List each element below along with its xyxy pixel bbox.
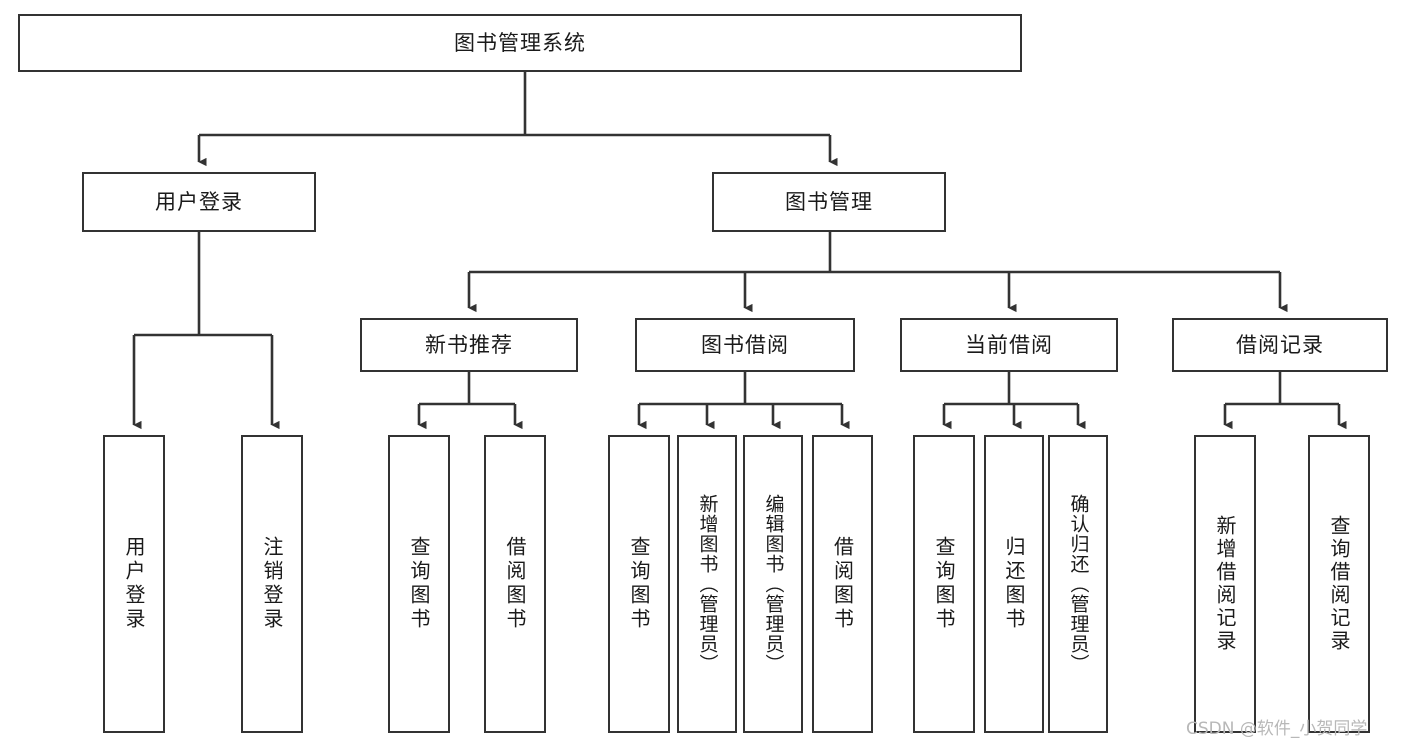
leaf-borrow-book-recommend-label: 借阅图书 — [503, 536, 527, 632]
leaf-borrow-book[interactable]: 借阅图书 — [812, 435, 873, 733]
node-current-borrow[interactable]: 当前借阅 — [900, 318, 1118, 372]
node-root[interactable]: 图书管理系统 — [18, 14, 1022, 72]
node-book-borrow-label: 图书借阅 — [701, 332, 789, 357]
leaf-return-book-label: 归还图书 — [1002, 536, 1026, 632]
leaf-query-borrow-record[interactable]: 查询借阅记录 — [1308, 435, 1370, 733]
leaf-query-borrow-record-label: 查询借阅记录 — [1327, 515, 1351, 653]
leaf-logout-label: 注销登录 — [260, 536, 284, 632]
node-root-label: 图书管理系统 — [454, 30, 586, 55]
leaf-query-book-current[interactable]: 查询图书 — [913, 435, 975, 733]
leaf-borrow-book-label: 借阅图书 — [830, 536, 855, 632]
leaf-query-book-borrow-label: 查询图书 — [627, 536, 651, 632]
leaf-return-book[interactable]: 归还图书 — [984, 435, 1044, 733]
leaf-add-borrow-record[interactable]: 新增借阅记录 — [1194, 435, 1256, 733]
leaf-borrow-book-recommend[interactable]: 借阅图书 — [484, 435, 546, 733]
leaf-user-login-label: 用户登录 — [122, 536, 146, 632]
leaf-query-book-borrow[interactable]: 查询图书 — [608, 435, 670, 733]
leaf-confirm-return-admin-label: 确认归还（管理员） — [1067, 494, 1090, 674]
node-book-management-label: 图书管理 — [785, 189, 873, 214]
leaf-confirm-return-admin[interactable]: 确认归还（管理员） — [1048, 435, 1108, 733]
leaf-add-borrow-record-label: 新增借阅记录 — [1213, 515, 1237, 653]
node-book-borrow[interactable]: 图书借阅 — [635, 318, 855, 372]
node-new-book-recommend[interactable]: 新书推荐 — [360, 318, 578, 372]
node-current-borrow-label: 当前借阅 — [965, 332, 1053, 357]
leaf-add-book-admin-label: 新增图书（管理员） — [696, 494, 719, 674]
leaf-logout[interactable]: 注销登录 — [241, 435, 303, 733]
node-borrow-record-label: 借阅记录 — [1236, 332, 1324, 357]
leaf-query-book-recommend-label: 查询图书 — [407, 536, 431, 632]
leaf-query-book-current-label: 查询图书 — [932, 536, 956, 632]
leaf-query-book-recommend[interactable]: 查询图书 — [388, 435, 450, 733]
leaf-user-login[interactable]: 用户登录 — [103, 435, 165, 733]
node-user-login[interactable]: 用户登录 — [82, 172, 316, 232]
leaf-edit-book-admin-label: 编辑图书（管理员） — [762, 494, 785, 674]
leaf-add-book-admin[interactable]: 新增图书（管理员） — [677, 435, 737, 733]
node-book-management[interactable]: 图书管理 — [712, 172, 946, 232]
node-borrow-record[interactable]: 借阅记录 — [1172, 318, 1388, 372]
node-user-login-label: 用户登录 — [155, 189, 243, 214]
leaf-edit-book-admin[interactable]: 编辑图书（管理员） — [743, 435, 803, 733]
csdn-watermark: CSDN @软件_小贺同学 — [1186, 719, 1368, 739]
node-new-book-recommend-label: 新书推荐 — [425, 332, 513, 357]
